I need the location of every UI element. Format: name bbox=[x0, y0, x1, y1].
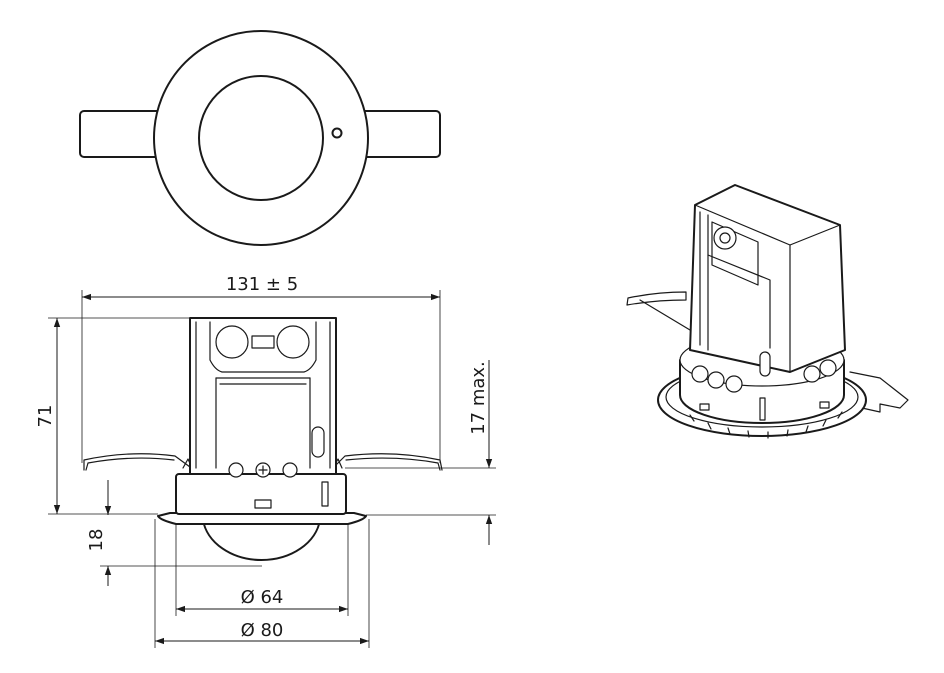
cable-entry-right bbox=[276, 325, 310, 359]
iso-terminal bbox=[691, 365, 709, 383]
label-dome-height: 18 bbox=[86, 529, 107, 552]
terminal-screw bbox=[282, 462, 298, 478]
iso-terminal bbox=[707, 371, 725, 389]
housing-latch bbox=[311, 426, 325, 458]
housing-ribs bbox=[215, 377, 311, 385]
label-height: 71 bbox=[35, 405, 56, 428]
sensor-lens bbox=[198, 75, 324, 201]
iso-base-slot bbox=[819, 401, 830, 409]
iso-base-tab bbox=[759, 397, 766, 421]
left-clip-inner bbox=[85, 457, 175, 471]
iso-latch bbox=[759, 351, 771, 377]
iso-flange-ticks bbox=[689, 411, 843, 439]
side-view bbox=[83, 317, 443, 561]
ceiling-flange bbox=[157, 512, 367, 525]
iso-cable-entry bbox=[713, 226, 737, 250]
iso-left-clip-arm bbox=[639, 299, 691, 331]
iso-box-entry-frame bbox=[711, 221, 759, 286]
left-clip bbox=[83, 453, 191, 471]
isometric-view bbox=[626, 184, 909, 439]
iso-terminal bbox=[725, 375, 743, 393]
iso-cable-entry-inner bbox=[719, 232, 731, 244]
label-width: 131 ± 5 bbox=[226, 274, 298, 295]
iso-base-slot bbox=[699, 403, 710, 411]
iso-right-clip bbox=[849, 371, 909, 413]
indicator-led bbox=[331, 127, 343, 139]
base-slot bbox=[254, 499, 272, 509]
label-dome-diameter: Ø 64 bbox=[241, 587, 284, 608]
cable-entry-left bbox=[215, 325, 249, 359]
iso-terminal bbox=[803, 365, 821, 383]
base-tab bbox=[321, 481, 329, 507]
iso-terminal bbox=[819, 359, 837, 377]
right-clip-inner bbox=[345, 457, 441, 471]
top-view bbox=[79, 30, 441, 246]
entry-bridge bbox=[251, 335, 275, 349]
terminal-screw bbox=[228, 462, 244, 478]
iso-box-front-lines bbox=[699, 211, 709, 351]
housing-inner-walls bbox=[215, 377, 311, 469]
housing-walls bbox=[195, 321, 331, 469]
iso-left-clip bbox=[626, 291, 687, 306]
sensor-dome bbox=[202, 519, 321, 561]
label-visible-height: 17 max. bbox=[468, 361, 489, 435]
iso-box-recess bbox=[707, 254, 771, 349]
label-flange-diameter: Ø 80 bbox=[241, 620, 284, 641]
screw-slot bbox=[258, 465, 268, 475]
housing-top-recess bbox=[209, 321, 317, 373]
right-clip bbox=[333, 453, 443, 471]
dimension-lines bbox=[48, 290, 496, 648]
